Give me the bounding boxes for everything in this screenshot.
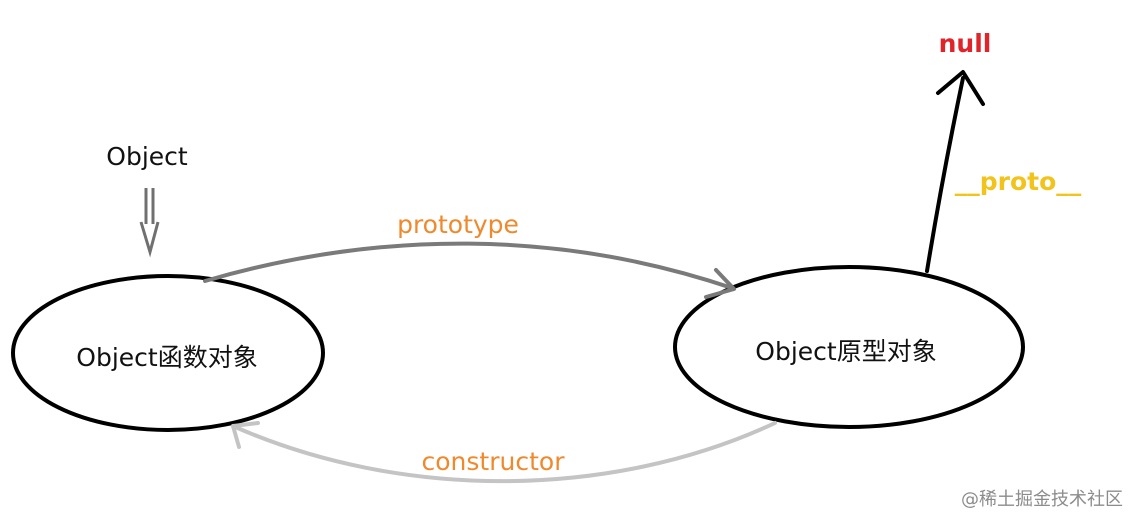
null-label: null xyxy=(939,29,992,58)
proto-arrow xyxy=(925,70,985,273)
object-down-arrow xyxy=(139,188,160,258)
object-label: Object xyxy=(106,142,188,171)
prototype-label: prototype xyxy=(397,210,519,239)
prototype-object-label: Object原型对象 xyxy=(755,337,936,366)
constructor-arrow xyxy=(231,421,777,484)
proto-label: __proto__ xyxy=(955,167,1082,196)
constructor-label: constructor xyxy=(422,447,566,476)
prototype-arrow xyxy=(203,241,736,299)
function-object-label: Object函数对象 xyxy=(76,343,257,372)
function-object-ellipse xyxy=(11,274,325,432)
watermark: @稀土掘金技术社区 xyxy=(961,489,1123,510)
prototype-object-ellipse xyxy=(673,265,1025,429)
